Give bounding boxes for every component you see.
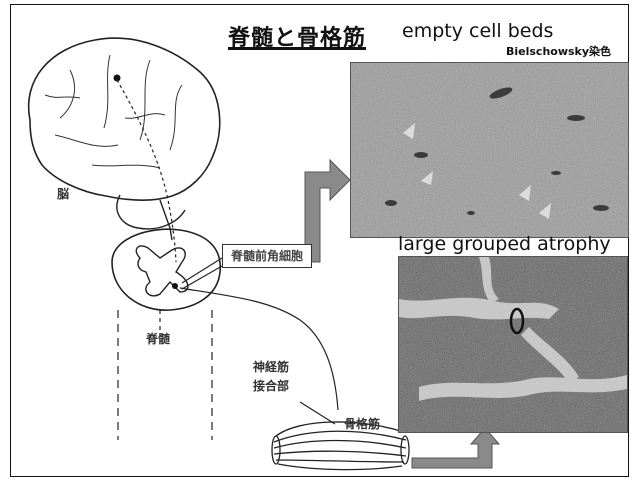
title-english: empty cell beds [402,20,553,42]
skeletal-muscle-fibers [272,422,409,470]
atrophy-label: large grouped atrophy [398,233,611,255]
anterior-horn-cell-label: 脊髄前角細胞 [222,244,312,268]
muscle-micrograph [398,256,628,433]
brainstem [160,200,172,240]
skeletal-muscle-label: 骨格筋 [344,415,380,432]
arrow-to-muscle-micro [412,428,499,468]
brain-outline [29,38,220,200]
brain-label: 脳 [57,185,69,202]
anterior-horn-cell-dot [172,283,178,289]
spinal-cord-micrograph [350,62,629,238]
spinal-cord-label: 脊髄 [146,330,170,347]
corticospinal-tract [117,80,176,262]
nmj-label-line1: 神経筋 [253,358,289,375]
title-japanese: 脊髄と骨格筋 [228,20,366,52]
stain-label: Bielschowsky染色 [506,43,611,59]
nmj-label-line2: 接合部 [253,377,289,394]
